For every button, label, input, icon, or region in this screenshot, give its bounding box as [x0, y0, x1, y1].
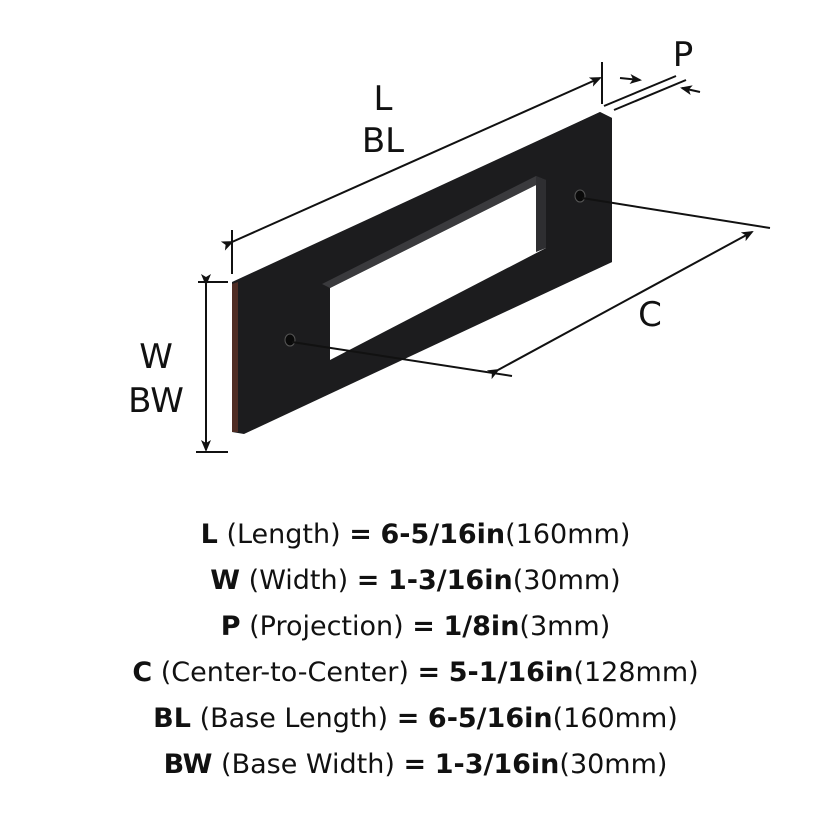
spec-abbr: L	[200, 519, 218, 550]
spec-equals: =	[356, 565, 380, 596]
spec-metric: (160mm)	[505, 519, 631, 550]
spec-abbr: W	[210, 565, 241, 596]
spec-abbr: BL	[153, 703, 191, 734]
spec-imperial: 1/8in	[443, 611, 520, 642]
projection-dimension	[603, 74, 701, 111]
spec-metric: (128mm)	[573, 657, 699, 688]
spec-equals: =	[349, 519, 372, 550]
spec-base-length: BL (Base Length) = 6-5/16in(160mm)	[0, 696, 831, 742]
specifications-list: L (Length) = 6-5/16in(160mm) W (Width) =…	[0, 512, 831, 788]
label-L: L	[374, 79, 393, 119]
spec-width: W (Width) = 1-3/16in(30mm)	[0, 558, 831, 604]
center-to-center-dimension	[291, 197, 771, 380]
spec-abbr: C	[132, 657, 153, 688]
spec-metric: (3mm)	[519, 611, 611, 642]
label-BL: BL	[362, 121, 404, 161]
spec-center-to-center: C (Center-to-Center) = 5-1/16in(128mm)	[0, 650, 831, 696]
label-W: W	[139, 337, 173, 377]
spec-abbr: BW	[163, 749, 213, 780]
spec-abbr: P	[220, 611, 241, 642]
spec-name: (Length)	[226, 519, 341, 550]
backplate	[232, 112, 612, 434]
spec-equals: =	[403, 749, 427, 780]
spec-projection: P (Projection) = 1/8in(3mm)	[0, 604, 831, 650]
spec-base-width: BW (Base Width) = 1-3/16in(30mm)	[0, 742, 831, 788]
mounting-hole-right	[574, 189, 586, 203]
spec-name: (Width)	[248, 565, 349, 596]
spec-imperial: 5-1/16in	[448, 657, 574, 688]
plate-highlight	[232, 282, 238, 432]
label-BW: BW	[128, 381, 184, 421]
spec-name: (Base Width)	[221, 749, 395, 780]
spec-metric: (160mm)	[552, 703, 678, 734]
label-C: C	[638, 295, 662, 335]
width-dimension	[196, 274, 228, 453]
spec-name: (Center-to-Center)	[160, 657, 409, 688]
spec-equals: =	[396, 703, 420, 734]
spec-imperial: 6-5/16in	[427, 703, 553, 734]
spec-equals: =	[417, 657, 441, 688]
mounting-hole-left	[284, 333, 296, 347]
spec-name: (Projection)	[249, 611, 404, 642]
spec-name: (Base Length)	[199, 703, 389, 734]
cutout-inner-side	[536, 176, 546, 252]
spec-imperial: 6-5/16in	[380, 519, 506, 550]
spec-equals: =	[412, 611, 435, 642]
spec-metric: (30mm)	[512, 565, 621, 596]
spec-imperial: 1-3/16in	[434, 749, 560, 780]
label-P: P	[673, 35, 694, 75]
spec-metric: (30mm)	[559, 749, 668, 780]
spec-length: L (Length) = 6-5/16in(160mm)	[0, 512, 831, 558]
length-dimension	[220, 62, 603, 274]
dimension-diagram: L BL P W BW C	[128, 35, 771, 453]
spec-imperial: 1-3/16in	[387, 565, 513, 596]
